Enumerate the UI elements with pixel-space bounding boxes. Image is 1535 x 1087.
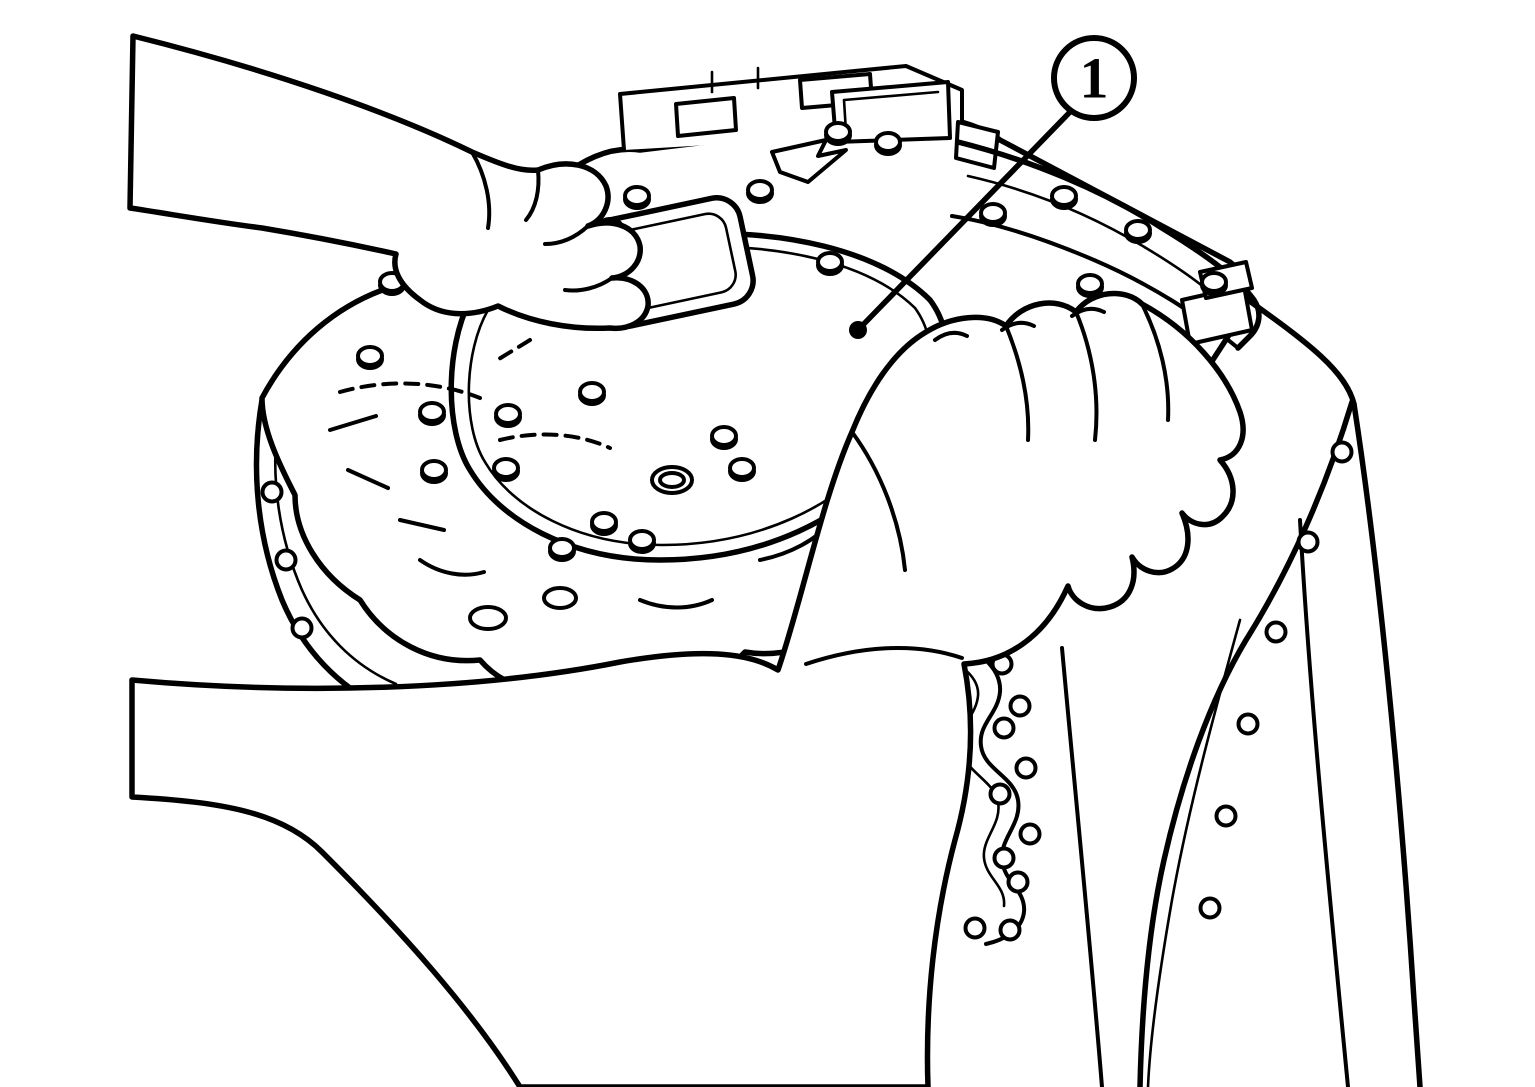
case-front-gasket — [912, 628, 1042, 946]
case-left-flange-inner — [273, 418, 398, 686]
callout-leader-dot — [849, 321, 867, 339]
case-front-rib — [1298, 518, 1350, 1087]
right-hand-outline — [129, 290, 1246, 1087]
left-hand-outline — [127, 33, 651, 332]
callout-label: 1 — [1080, 46, 1109, 111]
callout-circle — [1051, 35, 1137, 121]
callout-1: 1 — [849, 35, 1137, 339]
case-right-shoulder — [1245, 297, 1357, 407]
case-right-flange-curve — [1137, 399, 1355, 1087]
callout-leader-line — [855, 109, 1073, 333]
right-hand-creases — [804, 302, 1171, 666]
case-front-left-contour — [1060, 646, 1104, 1087]
right-hand — [129, 290, 1246, 1087]
case-front-detail-line — [1146, 618, 1242, 1087]
left-hand — [127, 33, 651, 332]
left-hand-creases — [470, 150, 614, 293]
case-right-outer-edge — [1351, 401, 1423, 1087]
valve-body-top-bracket — [618, 64, 1000, 184]
